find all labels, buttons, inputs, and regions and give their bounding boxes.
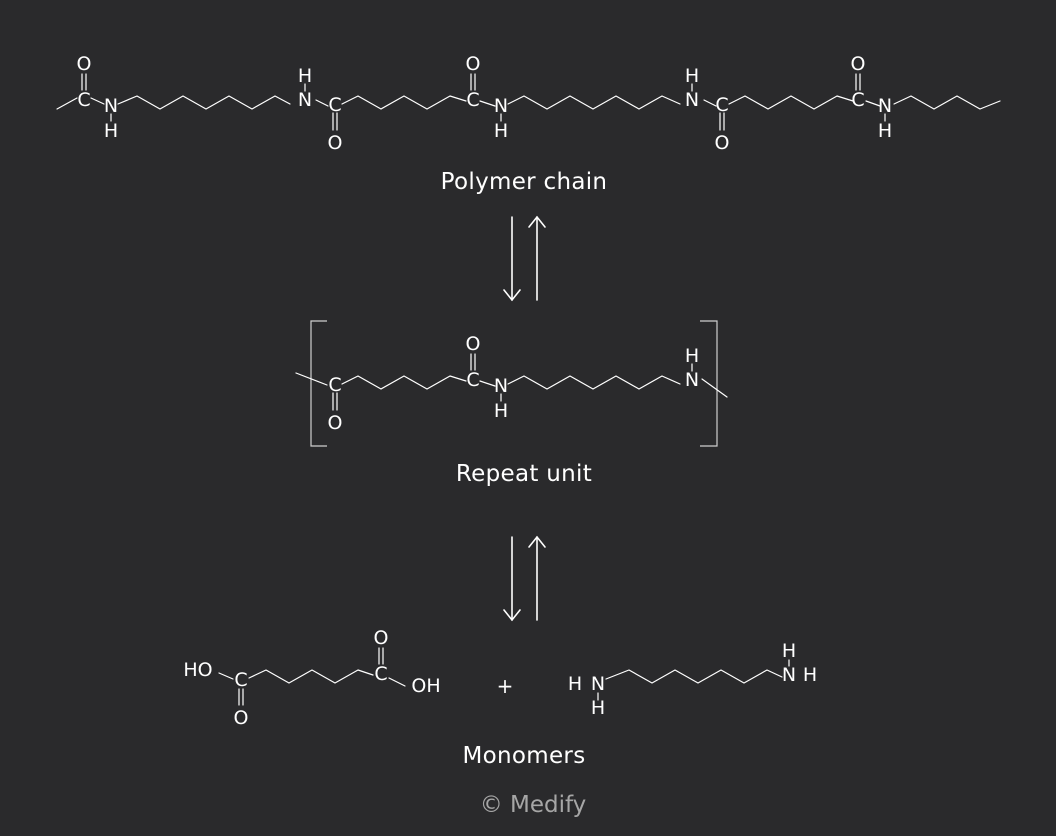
- left-bracket: [310, 320, 327, 447]
- equilibrium-arrows-icon: [503, 215, 546, 302]
- atom-carbon: C: [466, 89, 479, 111]
- polymer-backbone-1: [56, 97, 78, 110]
- atom-nitrogen: N: [878, 95, 892, 117]
- atom-oxygen: O: [466, 53, 481, 75]
- acid-bond-2: [248, 669, 374, 684]
- repeat-unit-structure: C O O C N H H N: [295, 320, 728, 447]
- atom-hydroxyl: HO: [183, 659, 212, 681]
- polymer-backbone-7: [507, 95, 681, 110]
- atom-oxygen: O: [328, 412, 343, 434]
- atom-oxygen: O: [851, 53, 866, 75]
- acid-bond-1: [218, 672, 234, 680]
- repeat-backbone-2: [341, 375, 467, 390]
- polymer-backbone-6: [479, 100, 496, 107]
- polymer-backbone-5: [341, 95, 467, 110]
- atom-nitrogen: N: [298, 89, 312, 111]
- atom-nitrogen: N: [685, 89, 699, 111]
- adipic-acid-structure: HO C O O C OH: [183, 627, 440, 729]
- atom-hydrogen: H: [782, 640, 796, 662]
- polymer-backbone-9: [728, 95, 854, 110]
- atom-oxygen: O: [715, 132, 730, 154]
- atom-hydrogen: H: [878, 120, 892, 142]
- atom-carbon: C: [851, 89, 864, 111]
- atom-carbon: C: [466, 369, 479, 391]
- polymer-backbone-11: [893, 95, 1001, 110]
- diamine-backbone: [605, 669, 783, 684]
- atom-oxygen: O: [77, 53, 92, 75]
- equilibrium-arrows-icon: [503, 535, 546, 622]
- polymer-backbone-2: [90, 97, 105, 105]
- carbonyl-bonds: [81, 73, 861, 131]
- atom-hydrogen: H: [568, 673, 582, 695]
- copyright-notice: © Medify: [480, 792, 587, 818]
- atom-carbon: C: [77, 89, 90, 111]
- polymer-chain-structure: O C N H H N C O O C N H H N C O O C N H: [56, 53, 1001, 154]
- atom-hydrogen: H: [104, 120, 118, 142]
- atom-nitrogen: N: [494, 95, 508, 117]
- atom-carbon: C: [374, 663, 387, 685]
- atom-hydrogen: H: [494, 120, 508, 142]
- atom-oxygen: O: [374, 627, 389, 649]
- repeat-unit-label: Repeat unit: [456, 461, 592, 487]
- atom-carbon: C: [234, 669, 247, 691]
- atom-carbon: C: [328, 94, 341, 116]
- atom-hydrogen: H: [685, 345, 699, 367]
- polymer-chain-label: Polymer chain: [441, 169, 608, 195]
- repeat-backbone-5: [701, 378, 728, 398]
- atom-carbon: C: [328, 374, 341, 396]
- atom-hydrogen: H: [685, 65, 699, 87]
- atom-nitrogen: N: [685, 369, 699, 391]
- amine-bonds: [110, 83, 886, 122]
- atom-nitrogen: N: [494, 375, 508, 397]
- plus-sign: +: [497, 674, 514, 698]
- atom-hydrogen: H: [803, 664, 817, 686]
- atom-hydrogen: H: [494, 400, 508, 422]
- polymer-backbone-8: [703, 99, 717, 107]
- atom-nitrogen: N: [104, 95, 118, 117]
- monomers-label: Monomers: [463, 743, 586, 769]
- polymer-backbone-10: [865, 100, 881, 107]
- atom-oxygen: O: [328, 132, 343, 154]
- acid-bond-3: [388, 677, 406, 687]
- repeat-carbonyl-bonds: [332, 353, 476, 411]
- atom-oxygen: O: [466, 333, 481, 355]
- repeat-backbone-3: [479, 380, 496, 387]
- polymer-backbone-4: [315, 99, 329, 107]
- atom-hydroxyl: OH: [411, 675, 440, 697]
- atom-hydrogen: H: [298, 65, 312, 87]
- atom-carbon: C: [715, 94, 728, 116]
- atom-oxygen: O: [234, 707, 249, 729]
- polymer-backbone-3: [117, 95, 291, 110]
- atom-hydrogen: H: [591, 697, 605, 719]
- atom-nitrogen: N: [782, 664, 796, 686]
- hexamethylenediamine-structure: H N H H N H: [568, 640, 817, 719]
- right-bracket: [700, 320, 718, 447]
- repeat-backbone-4: [507, 375, 681, 390]
- atom-nitrogen: N: [591, 673, 605, 695]
- repeat-backbone-1: [295, 372, 328, 386]
